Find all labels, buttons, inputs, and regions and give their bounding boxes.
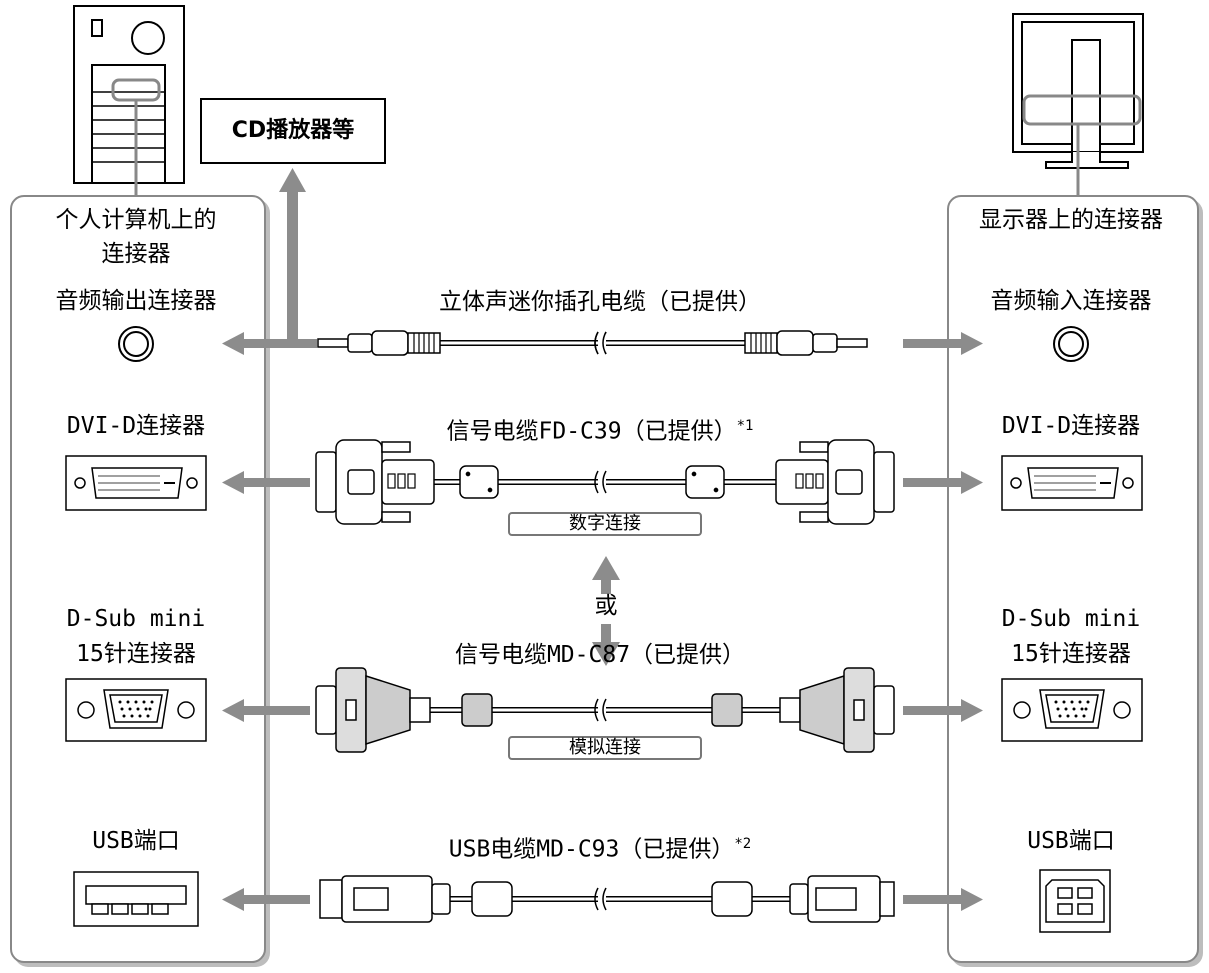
pc-dvi-label: DVI-D连接器 [66, 413, 206, 439]
cd-player-box: CD播放器等 [200, 98, 386, 164]
dvi-cable-icon [315, 439, 895, 525]
pc-dsub-label-line1: D-Sub mini [66, 606, 206, 632]
monitor-dsub-label-line2: 15针连接器 [1011, 641, 1131, 667]
audio-cable-icon [317, 330, 868, 356]
monitor-vga-port-icon [1001, 678, 1143, 742]
audio-cable-label: 立体声迷你插孔电缆（已提供） [439, 289, 761, 315]
monitor-panel-title: 显示器上的连接器 [979, 207, 1163, 233]
vga-cable-label: 信号电缆MD-C87（已提供） [454, 642, 746, 668]
pc-dsub-label-line2: 15针连接器 [76, 641, 196, 667]
pc-dvi-port-icon [65, 455, 207, 511]
audio-out-port-icon [118, 326, 154, 362]
pc-tower-icon [73, 5, 185, 197]
vga-cable-icon [315, 667, 895, 753]
usb-cable-label-wrap: USB电缆MD-C93（已提供）*2 [330, 830, 870, 864]
or-double-arrow [592, 556, 620, 666]
audio-in-port-icon [1053, 326, 1089, 362]
pc-connectors-panel [10, 195, 266, 963]
monitor-usb-port-icon [1039, 869, 1111, 933]
right-arrows [903, 332, 983, 911]
monitor-usb-label: USB端口 [1027, 828, 1115, 854]
dvi-cable-note: *1 [736, 418, 754, 434]
usb-cable-icon [319, 875, 895, 923]
arrow-to-cd [279, 168, 306, 343]
monitor-audio-in-label: 音频输入连接器 [990, 288, 1152, 314]
analog-connection-tag: 模拟连接 [508, 736, 702, 760]
dvi-cable-label: 信号电缆FD-C39（已提供） [446, 418, 737, 445]
or-label: 或 [594, 593, 618, 619]
monitor-dsub-label-line1: D-Sub mini [1001, 606, 1141, 632]
monitor-dvi-label: DVI-D连接器 [1001, 413, 1141, 439]
digital-connection-tag: 数字连接 [508, 512, 702, 536]
dvi-cable-label-wrap: 信号电缆FD-C39（已提供）*1 [330, 412, 870, 446]
monitor-connectors-panel [947, 195, 1199, 963]
usb-cable-note: *2 [734, 836, 752, 852]
pc-usb-port-icon [73, 871, 199, 927]
monitor-dvi-port-icon [1001, 455, 1143, 511]
monitor-icon [1012, 13, 1144, 197]
pc-panel-title-line1: 个人计算机上的 [55, 207, 217, 233]
left-arrows [222, 332, 317, 911]
pc-audio-out-label: 音频输出连接器 [55, 288, 217, 314]
usb-cable-label: USB电缆MD-C93（已提供） [448, 836, 735, 863]
pc-panel-title-line2: 连接器 [101, 241, 171, 267]
pc-usb-label: USB端口 [92, 828, 180, 854]
pc-vga-port-icon [65, 678, 207, 742]
